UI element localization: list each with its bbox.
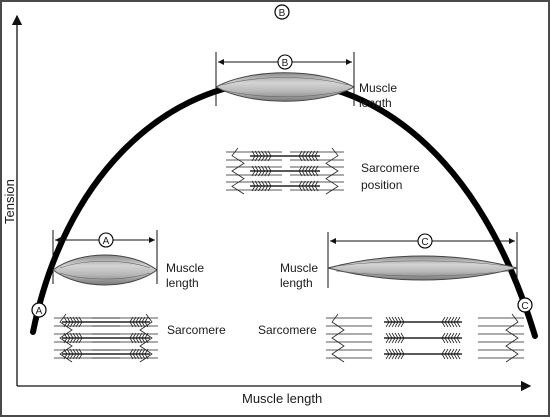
svg-text:C: C xyxy=(421,237,428,248)
point-c-marker: C xyxy=(517,297,533,313)
svg-text:A: A xyxy=(103,236,110,247)
point-b-marker: B xyxy=(274,4,290,20)
panel-a-muscle: A xyxy=(52,230,158,286)
panel-b-sarcomere-label-1: Sarcomere xyxy=(361,161,420,175)
panel-c-muscle-label-2: length xyxy=(280,276,313,290)
panel-a-muscle-label-2: length xyxy=(166,276,199,290)
svg-text:C: C xyxy=(521,301,528,312)
panel-c-muscle: C xyxy=(327,232,518,288)
panel-a-sarcomere-label: Sarcomere xyxy=(167,323,226,337)
panel-a-muscle-label-1: Muscle xyxy=(166,261,204,275)
panel-b-muscle: B xyxy=(214,52,356,106)
panel-c-muscle-label-1: Muscle xyxy=(280,261,318,275)
panel-b-muscle-label-1: Muscle xyxy=(359,81,397,95)
y-axis-label: Tension xyxy=(2,179,17,224)
panel-a-sarcomere xyxy=(54,313,158,363)
panel-c-sarcomere-label: Sarcomere xyxy=(258,323,317,337)
panel-c-sarcomere xyxy=(326,313,524,363)
panel-b-sarcomere xyxy=(226,147,344,195)
panel-b-sarcomere-label-2: position xyxy=(361,178,402,192)
svg-text:A: A xyxy=(36,306,43,317)
x-axis-label: Muscle length xyxy=(242,391,322,406)
panel-b-muscle-label-2: length xyxy=(359,96,392,110)
point-a-marker: A xyxy=(31,302,47,318)
svg-text:B: B xyxy=(279,8,286,19)
svg-text:B: B xyxy=(282,58,289,69)
